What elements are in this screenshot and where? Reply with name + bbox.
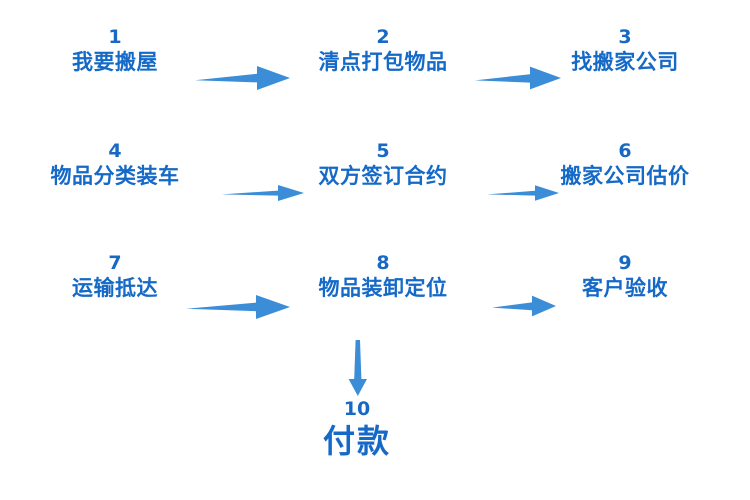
arrow-step8-to-step9 — [492, 293, 556, 319]
step-number: 9 — [618, 252, 632, 274]
step-label: 找搬家公司 — [571, 50, 679, 74]
flow-step-4[interactable]: 4 物品分类装车 — [51, 140, 180, 190]
step-label: 搬家公司估价 — [560, 164, 690, 188]
arrow-step4-to-step5 — [222, 182, 304, 204]
step-number: 7 — [108, 252, 122, 274]
flow-step-10[interactable]: 10 付款 — [323, 398, 391, 462]
step-label: 客户验收 — [582, 276, 668, 300]
step-label: 物品分类装车 — [50, 164, 180, 188]
arrow-step2-to-step3 — [475, 64, 561, 92]
flow-step-5[interactable]: 5 双方签订合约 — [319, 140, 448, 190]
flow-step-8[interactable]: 8 物品装卸定位 — [319, 252, 448, 302]
step-number: 5 — [376, 140, 390, 162]
step-number: 6 — [618, 140, 632, 162]
step-number: 1 — [108, 26, 122, 48]
arrow-step8-to-step10 — [345, 340, 371, 396]
step-label: 物品装卸定位 — [318, 276, 448, 300]
step-number: 10 — [343, 398, 371, 420]
step-label: 清点打包物品 — [318, 50, 448, 74]
step-number: 3 — [618, 26, 632, 48]
arrow-step7-to-step8 — [186, 293, 290, 321]
arrow-step1-to-step2 — [195, 64, 290, 92]
flow-step-6[interactable]: 6 搬家公司估价 — [561, 140, 690, 190]
flow-step-9[interactable]: 9 客户验收 — [582, 252, 668, 302]
step-label: 双方签订合约 — [318, 164, 448, 188]
step-number: 4 — [108, 140, 122, 162]
step-number: 2 — [376, 26, 390, 48]
flow-step-1[interactable]: 1 我要搬屋 — [72, 26, 158, 76]
step-number: 8 — [376, 252, 390, 274]
arrow-step5-to-step6 — [487, 182, 559, 204]
flow-step-7[interactable]: 7 运输抵达 — [72, 252, 158, 302]
flow-step-3[interactable]: 3 找搬家公司 — [571, 26, 679, 76]
step-label: 付款 — [322, 422, 392, 460]
flow-step-2[interactable]: 2 清点打包物品 — [319, 26, 448, 76]
step-label: 运输抵达 — [72, 276, 158, 300]
step-label: 我要搬屋 — [72, 50, 158, 74]
